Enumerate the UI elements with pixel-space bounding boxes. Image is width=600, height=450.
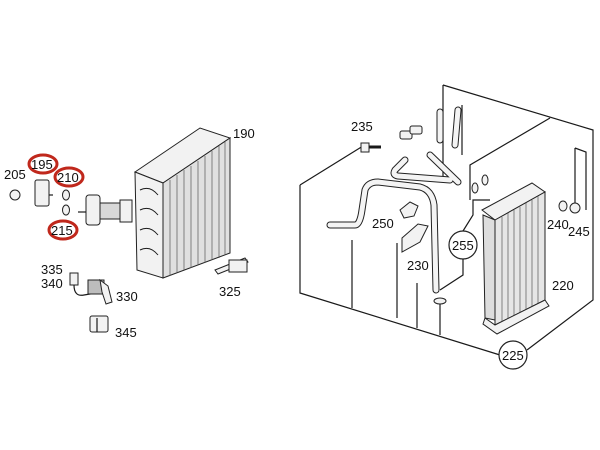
callout-345[interactable]: 345 — [115, 325, 137, 340]
callout-340[interactable]: 340 — [41, 276, 63, 291]
callout-245[interactable]: 245 — [568, 224, 590, 239]
callout-325[interactable]: 325 — [219, 284, 241, 299]
highlight-195 — [27, 153, 59, 175]
callout-330[interactable]: 330 — [116, 289, 138, 304]
circle-225 — [498, 340, 528, 370]
bracket-250[interactable] — [399, 201, 419, 219]
highlight-215 — [47, 219, 79, 241]
nut-245[interactable] — [569, 202, 581, 214]
callout-225[interactable]: 225 — [502, 348, 524, 363]
callout-255[interactable]: 255 — [452, 238, 474, 253]
expansion-valve-block[interactable] — [78, 194, 133, 226]
callout-335[interactable]: 335 — [41, 262, 63, 277]
highlight-210 — [53, 166, 85, 188]
sensor-connector-330[interactable] — [69, 272, 113, 305]
callout-235[interactable]: 235 — [351, 119, 373, 134]
seal-rings[interactable] — [62, 189, 70, 216]
callout-230[interactable]: 230 — [407, 258, 429, 273]
callout-210[interactable]: 210 — [57, 170, 79, 185]
seals-255[interactable] — [471, 174, 489, 194]
bolt-235[interactable] — [360, 142, 381, 153]
callout-215[interactable]: 215 — [51, 223, 73, 238]
washer-240[interactable] — [558, 200, 568, 212]
clip-345[interactable] — [89, 315, 109, 333]
callout-250[interactable]: 250 — [372, 216, 394, 231]
circle-255 — [448, 230, 478, 260]
heater-pipes[interactable] — [326, 106, 462, 305]
callout-240[interactable]: 240 — [547, 217, 569, 232]
callout-190[interactable]: 190 — [233, 126, 255, 141]
sensor-325[interactable] — [214, 257, 249, 275]
bracket-230[interactable] — [401, 223, 429, 253]
callout-205[interactable]: 205 — [4, 167, 26, 182]
callout-195[interactable]: 195 — [31, 157, 53, 172]
expansion-valve[interactable] — [34, 179, 53, 207]
callout-220[interactable]: 220 — [552, 278, 574, 293]
evaporator[interactable] — [133, 127, 232, 279]
nut-205[interactable] — [9, 189, 21, 201]
heater-core[interactable] — [481, 182, 550, 335]
